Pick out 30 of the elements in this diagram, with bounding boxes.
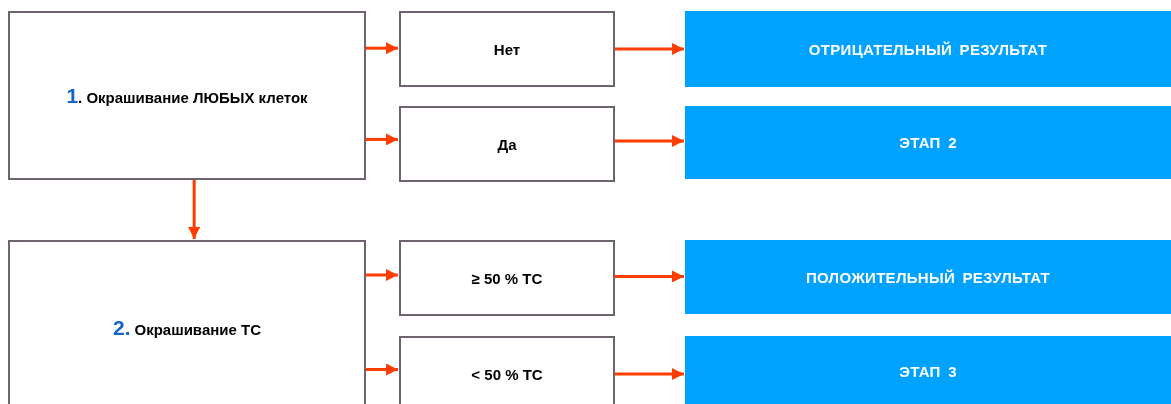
arrow	[366, 42, 398, 55]
arrow	[188, 180, 201, 239]
answer-box	[399, 106, 615, 182]
result-box	[685, 11, 1171, 87]
arrow	[366, 363, 398, 376]
answer-label: Да	[497, 135, 517, 153]
arrow	[615, 134, 684, 147]
answer-label: Нет	[493, 40, 521, 58]
step-box	[8, 11, 366, 180]
answer-label: ≥ 50 % ТС	[471, 269, 543, 287]
arrow	[615, 368, 684, 380]
arrow	[615, 270, 684, 283]
arrow	[615, 43, 684, 55]
step-title: Окрашивание ТС	[134, 320, 262, 338]
answer-box	[399, 240, 615, 316]
answer-label: < 50 % ТС	[471, 365, 543, 383]
result-label: ПОЛОЖИТЕЛЬНЫЙ РЕЗУЛЬТАТ	[805, 268, 1051, 286]
result-label: ЭТАП 2	[899, 134, 957, 151]
result-box	[685, 106, 1171, 179]
result-box	[685, 336, 1171, 404]
answer-box	[399, 336, 615, 404]
result-label: ОТРИЦАТЕЛЬНЫЙ РЕЗУЛЬТАТ	[808, 40, 1048, 58]
result-box	[685, 240, 1171, 314]
arrow	[366, 269, 398, 281]
arrow	[366, 133, 398, 146]
answer-box	[399, 11, 615, 87]
step-title: . Окрашивание ЛЮБЫХ клеток	[78, 88, 308, 106]
step-number: 2.	[112, 315, 131, 339]
result-label: ЭТАП 3	[899, 362, 957, 380]
step-box	[8, 240, 366, 404]
